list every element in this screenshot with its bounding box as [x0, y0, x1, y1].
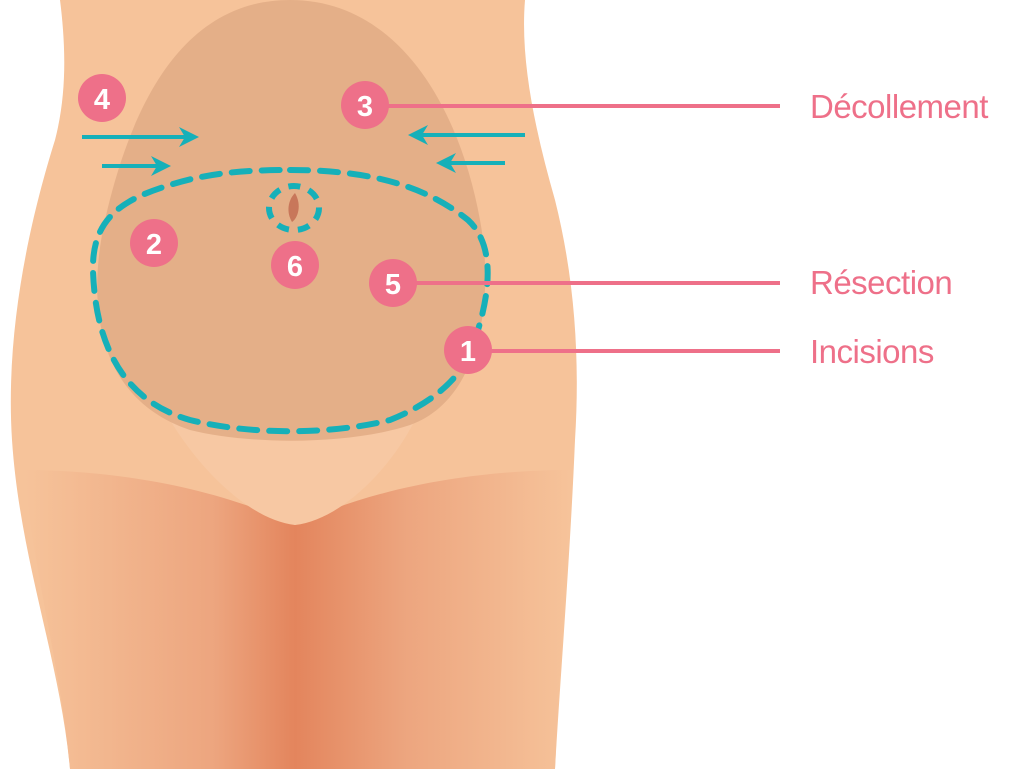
marker-5: 5 — [369, 259, 417, 307]
svg-text:5: 5 — [385, 269, 401, 301]
belly-button — [288, 193, 299, 222]
svg-text:4: 4 — [94, 84, 110, 116]
label-incisions: Incisions — [810, 333, 934, 370]
svg-text:2: 2 — [146, 229, 162, 261]
marker-6: 6 — [271, 241, 319, 289]
svg-text:3: 3 — [357, 91, 373, 123]
marker-3: 3 — [341, 81, 389, 129]
marker-4: 4 — [78, 74, 126, 122]
marker-2: 2 — [130, 219, 178, 267]
left-leg — [25, 470, 295, 769]
navel-incision — [266, 183, 322, 233]
right-leg — [295, 470, 570, 769]
label-decollement: Décollement — [810, 88, 988, 125]
label-resection: Résection — [810, 264, 953, 301]
pubic-area — [170, 420, 415, 525]
svg-text:6: 6 — [287, 251, 303, 283]
incision-line — [89, 166, 491, 435]
svg-text:1: 1 — [460, 336, 476, 368]
marker-1: 1 — [444, 326, 492, 374]
